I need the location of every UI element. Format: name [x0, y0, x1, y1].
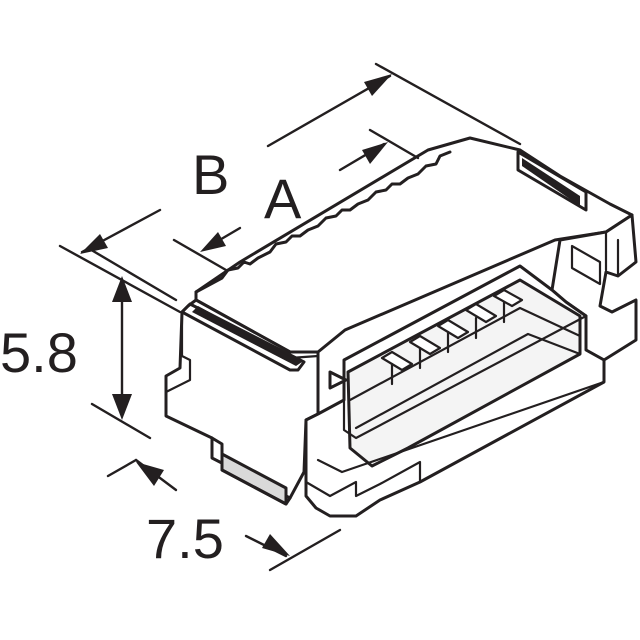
- left-latch-stripe: [192, 306, 302, 366]
- b-extension-right: [374, 62, 522, 146]
- right-end-notch: [604, 230, 620, 278]
- a-extension-left: [172, 238, 228, 272]
- height-extension-bottom: [90, 402, 152, 440]
- dimension-width-label: 7.5: [146, 507, 224, 570]
- left-latch-outline: [180, 302, 306, 372]
- right-latch-stripe: [522, 158, 580, 206]
- pin-lead: [390, 300, 506, 386]
- contact-pin: [492, 288, 524, 308]
- contact-pin: [380, 350, 414, 372]
- a-dimension: A: [172, 128, 420, 272]
- dimension-b-label: B: [192, 143, 229, 206]
- connector-body: [164, 136, 638, 518]
- pin-notch-edge: [194, 150, 452, 294]
- cavity-floor: [354, 332, 582, 430]
- arrow-right-icon: [364, 74, 392, 96]
- arrow-left-icon: [262, 534, 290, 556]
- front-rail-lower: [316, 380, 606, 474]
- width-extension-left: [106, 458, 138, 478]
- solder-tab-outline: [210, 436, 292, 506]
- arrow-up-icon: [112, 276, 132, 302]
- a-extension-right: [368, 128, 420, 160]
- contact-pin: [408, 334, 442, 356]
- front-base-step: [304, 460, 422, 498]
- left-face-step: [164, 310, 192, 394]
- front-rail-upper: [342, 314, 588, 440]
- right-end-slot: [570, 244, 602, 286]
- polarity-mark-icon: [328, 370, 348, 390]
- arrow-right-icon: [362, 142, 388, 164]
- contact-pins: [380, 288, 524, 386]
- mating-cavity: [346, 278, 582, 468]
- width-extension-right: [268, 528, 342, 572]
- arrow-left-icon: [80, 234, 108, 254]
- arrow-down-icon: [112, 394, 132, 420]
- width-dimension: 7.5: [106, 458, 342, 572]
- arrow-right-icon: [136, 462, 164, 486]
- b-dimension: B: [58, 62, 522, 314]
- dimension-height-label: 5.8: [0, 321, 78, 384]
- arrow-left-icon: [200, 232, 226, 252]
- b-extension-left: [58, 244, 182, 314]
- right-latch-outline: [516, 150, 588, 212]
- contact-pin: [436, 318, 470, 340]
- height-dimension: 5.8: [0, 246, 178, 440]
- cavity-back-wall: [348, 306, 582, 402]
- contact-pin: [464, 302, 498, 324]
- dimension-a-label: A: [264, 167, 302, 230]
- height-extension-top: [86, 246, 178, 302]
